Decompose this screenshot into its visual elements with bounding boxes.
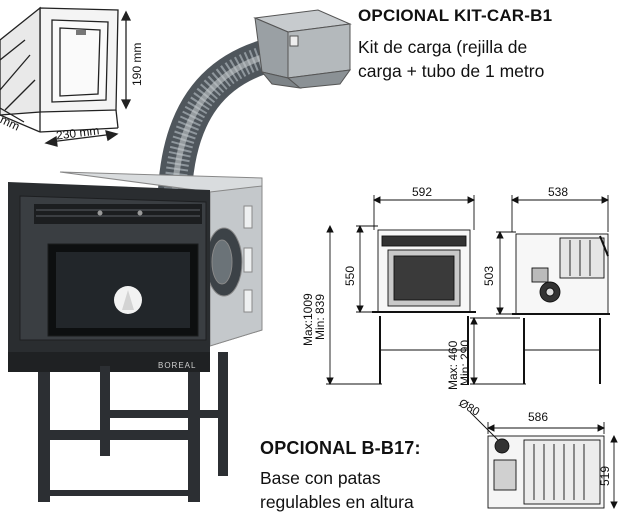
front-height-label: 550	[343, 265, 357, 286]
stove-stand	[38, 352, 228, 502]
brand-label: BOREAL	[158, 361, 197, 370]
side-min-label: Min: 290	[458, 339, 472, 386]
flexible-tube	[158, 38, 275, 192]
front-view-drawing	[326, 195, 476, 386]
kit-car-line1: Kit de carga (rejilla de	[358, 37, 528, 57]
grille-height-label: 190 mm	[130, 42, 144, 86]
side-depth-label: 538	[548, 185, 569, 199]
side-height-label: 503	[482, 265, 496, 286]
front-min-label: Min: 839	[313, 293, 327, 340]
top-view-drawing	[469, 411, 618, 510]
base-line1: Base con patas	[260, 468, 381, 488]
side-view-drawing	[470, 195, 610, 386]
base-title: OPCIONAL B-B17:	[260, 438, 421, 458]
front-width-label: 592	[412, 185, 433, 199]
top-depth-label: 519	[598, 465, 612, 486]
loading-grille-drawing	[0, 6, 132, 147]
loading-hopper	[253, 9, 352, 89]
stove-front	[8, 182, 210, 372]
base-line2: regulables en altura	[260, 492, 414, 512]
kit-car-line2: carga + tubo de 1 metro	[358, 61, 545, 81]
top-width-label: 586	[528, 410, 549, 424]
stove-housing	[59, 171, 263, 347]
kit-car-title: OPCIONAL KIT-CAR-B1	[358, 6, 553, 25]
